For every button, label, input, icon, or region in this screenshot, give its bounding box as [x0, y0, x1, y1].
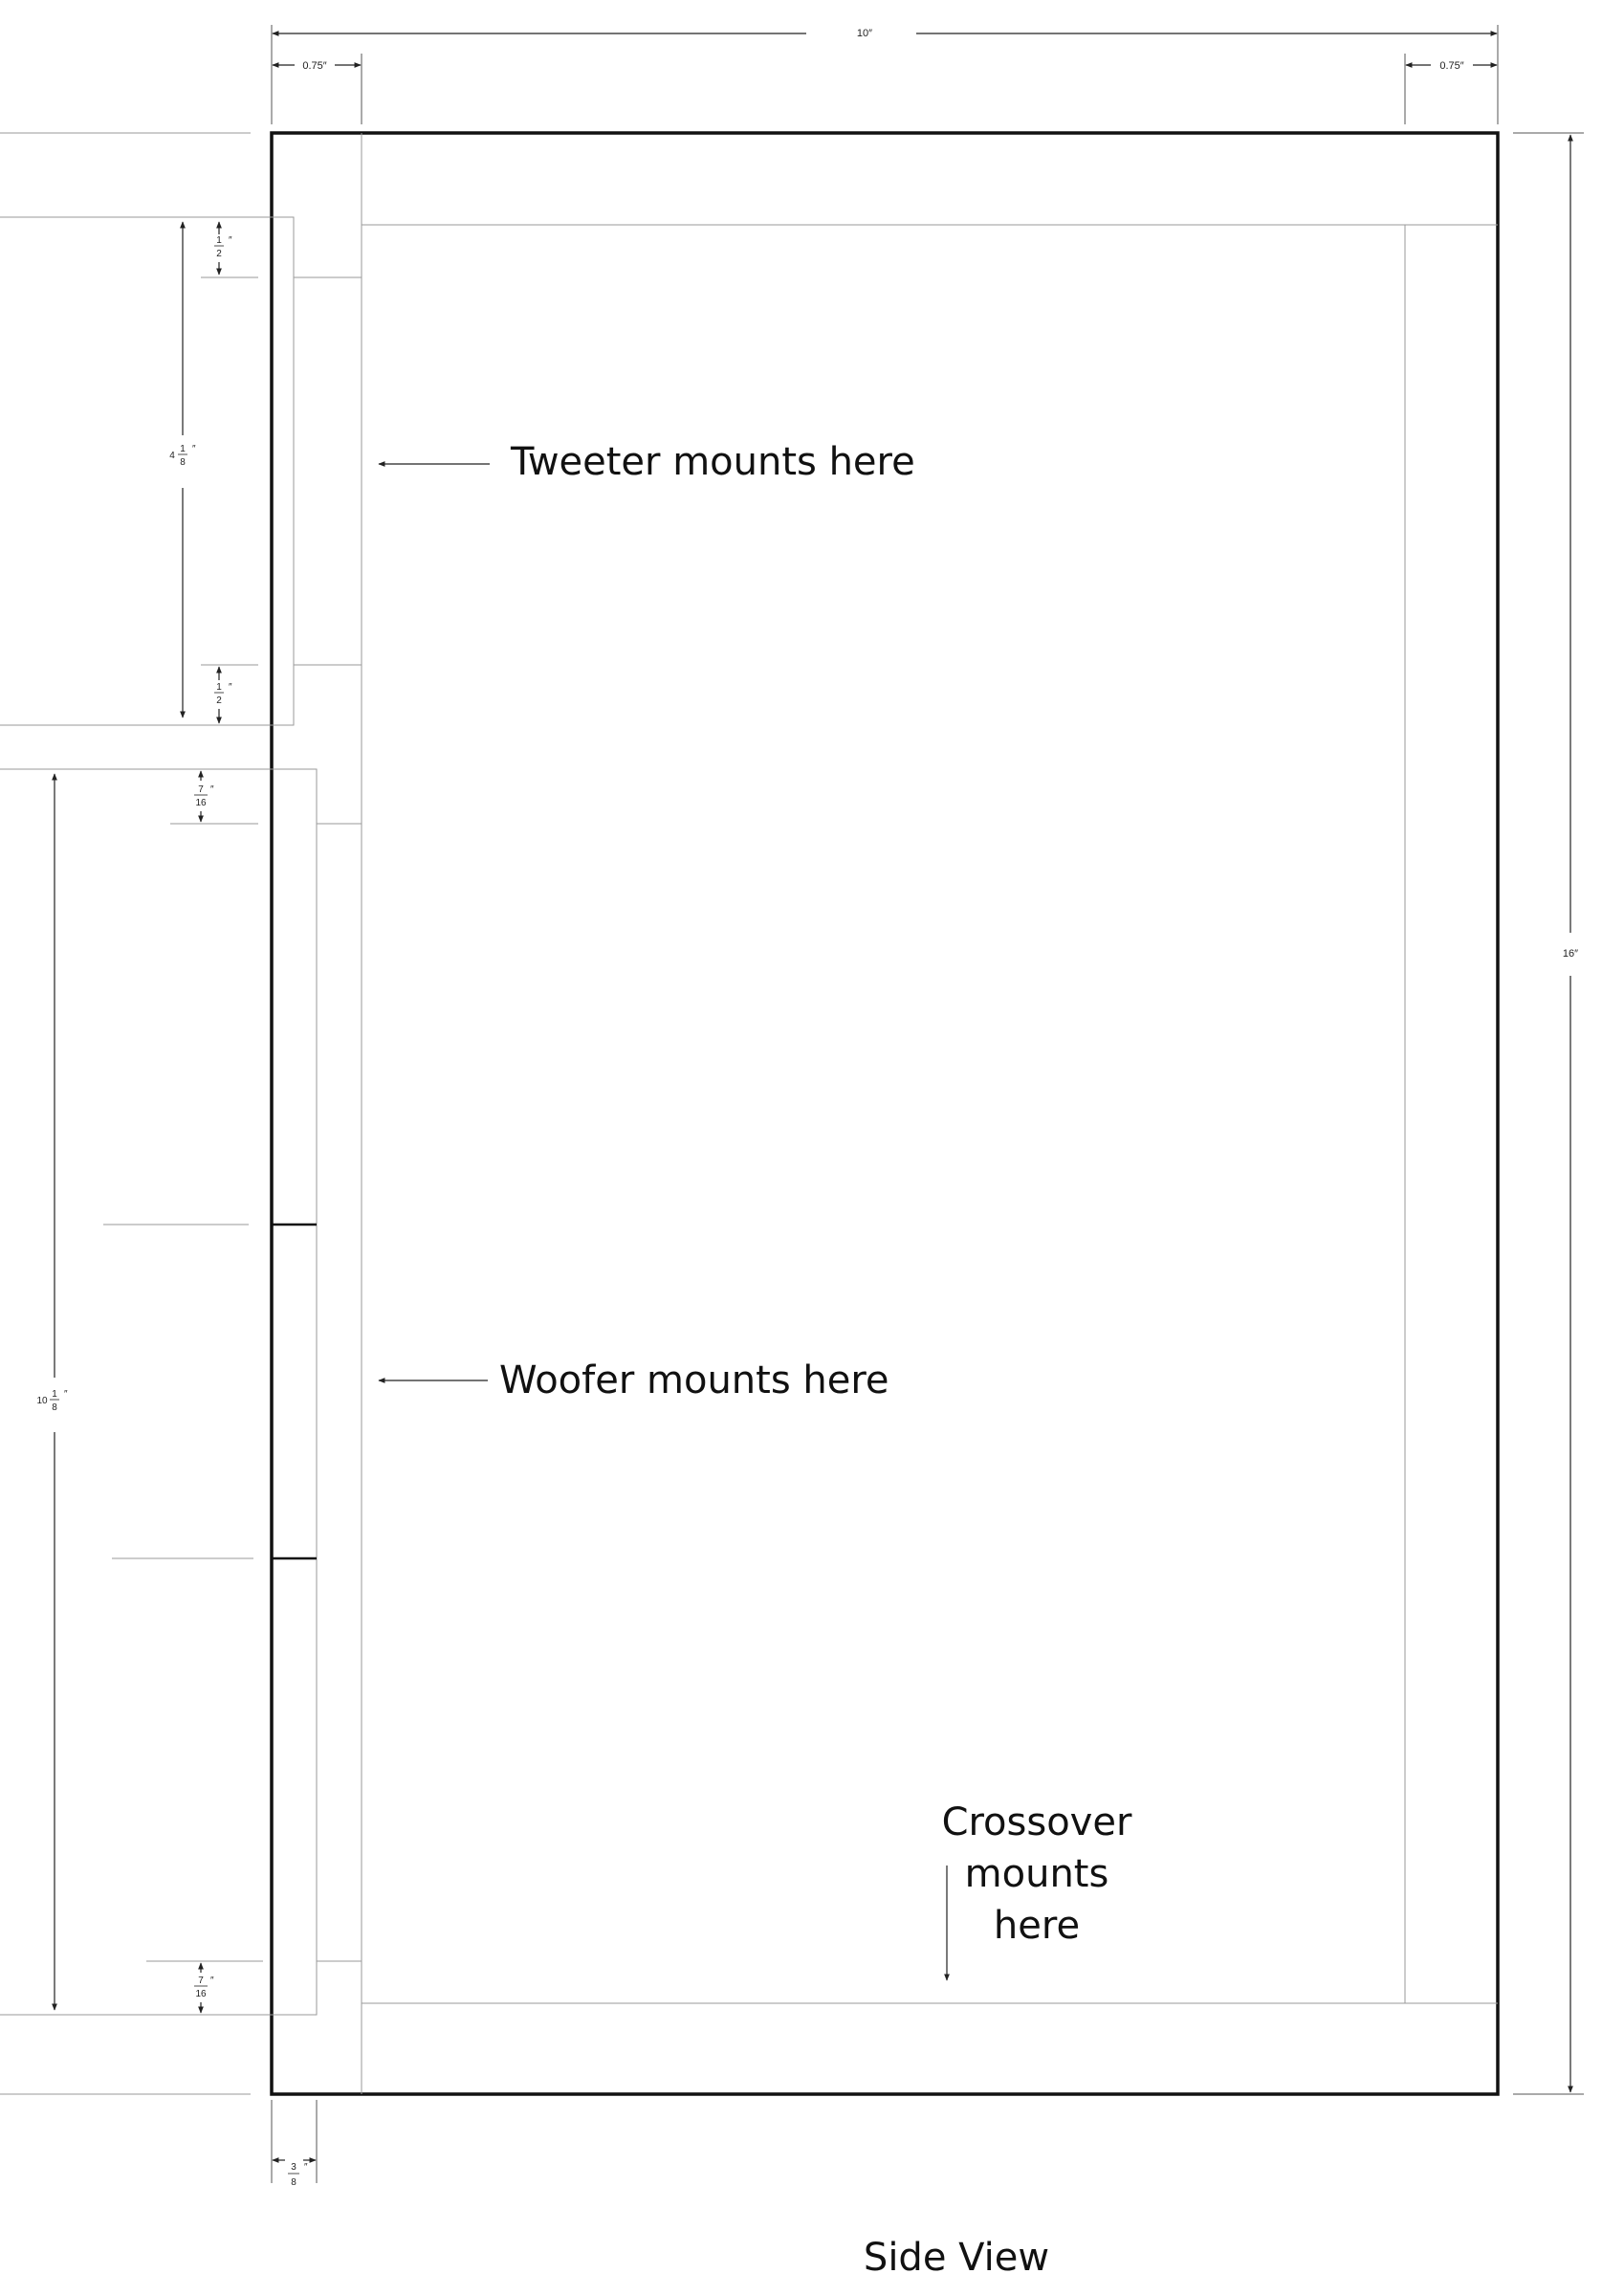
- tweeter-bottom-gap-dimension: 1 2 ″: [214, 666, 232, 724]
- svg-text:″: ″: [229, 682, 232, 693]
- tweeter-top-gap-num: 1: [216, 235, 222, 246]
- baffle-thickness-den: 8: [291, 2177, 296, 2188]
- woofer-top-gap-den: 16: [195, 798, 207, 808]
- crossover-label-line1: Crossover: [942, 1800, 1132, 1844]
- woofer-top-gap-dimension: 7 16 ″: [194, 770, 214, 823]
- tweeter-height-num: 1: [180, 444, 186, 454]
- woofer-callout: Woofer mounts here: [378, 1358, 889, 1402]
- overall-width-dimension: 10″: [271, 25, 1499, 124]
- woofer-bottom-gap-den: 16: [195, 1989, 207, 1999]
- overall-height-dimension: 16″: [1513, 132, 1584, 2095]
- svg-text:″: ″: [229, 235, 232, 246]
- overall-height-label: 16″: [1563, 948, 1578, 960]
- crossover-label-line2: mounts: [965, 1852, 1109, 1896]
- crossover-label-line3: here: [994, 1904, 1080, 1948]
- baffle-thickness-dimension: 3 8 ″: [271, 2100, 318, 2188]
- left-panel-label: 0.75″: [302, 60, 326, 72]
- woofer-height-whole: 10: [36, 1396, 48, 1406]
- tweeter-label: Tweeter mounts here: [510, 440, 915, 484]
- woofer-height-den: 8: [52, 1402, 57, 1413]
- right-panel-dimension: 0.75″: [1404, 54, 1498, 124]
- woofer-height-dimension: 10 1 8 ″: [36, 773, 68, 2011]
- tweeter-bottom-gap-den: 2: [216, 695, 222, 706]
- woofer-bottom-gap-dimension: 7 16 ″: [194, 1962, 214, 2014]
- woofer-cutout: [0, 768, 362, 2095]
- woofer-label: Woofer mounts here: [499, 1358, 889, 1402]
- svg-text:″: ″: [192, 444, 196, 454]
- right-panel-label: 0.75″: [1439, 60, 1463, 72]
- woofer-bottom-gap-num: 7: [198, 1976, 204, 1986]
- tweeter-top-gap-dimension: 1 2 ″: [214, 221, 232, 276]
- svg-text:″: ″: [64, 1389, 68, 1400]
- tweeter-height-whole: 4: [169, 451, 175, 461]
- woofer-height-num: 1: [52, 1389, 57, 1400]
- svg-text:″: ″: [304, 2162, 308, 2173]
- cabinet-outline: [270, 131, 1500, 2096]
- view-title: Side View: [864, 2236, 1049, 2280]
- left-panel-dimension: 0.75″: [272, 54, 362, 124]
- woofer-top-gap-num: 7: [198, 784, 204, 795]
- tweeter-bottom-gap-num: 1: [216, 682, 222, 693]
- svg-text:″: ″: [210, 1976, 214, 1986]
- tweeter-top-gap-den: 2: [216, 249, 222, 259]
- overall-width-label: 10″: [857, 28, 872, 39]
- tweeter-height-dimension: 4 1 8 ″: [169, 221, 196, 718]
- tweeter-callout: Tweeter mounts here: [378, 440, 915, 484]
- tweeter-cutout: [0, 132, 362, 726]
- svg-text:″: ″: [210, 784, 214, 795]
- inner-panel-lines: [361, 133, 1498, 2094]
- tweeter-height-den: 8: [180, 457, 186, 468]
- crossover-callout: Crossover mounts here: [942, 1800, 1132, 1981]
- baffle-thickness-num: 3: [291, 2162, 296, 2173]
